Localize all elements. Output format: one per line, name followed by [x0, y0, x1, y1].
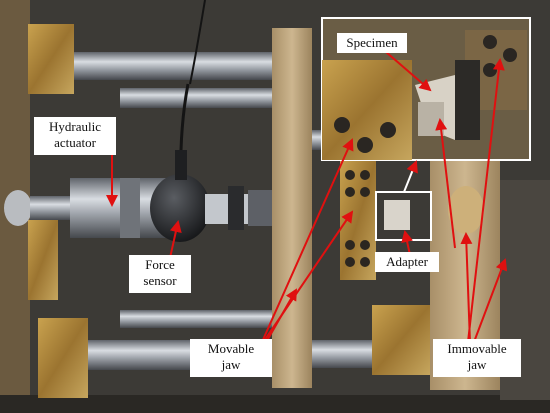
label-line: Hydraulic	[49, 119, 101, 134]
adjust-knob	[448, 186, 484, 234]
label-line: Movable	[207, 341, 255, 356]
cable-top	[189, 0, 206, 85]
arrow-movable-1	[261, 138, 354, 343]
arrow-immovable-3	[473, 258, 508, 343]
rod-top-2	[120, 88, 290, 108]
arrow-immovable-1	[467, 58, 505, 343]
brass-block-top-left	[28, 24, 74, 94]
floor-bottom	[0, 395, 550, 413]
arrow-force	[169, 220, 182, 259]
force-sensor	[150, 174, 210, 242]
annotation-arrows	[106, 51, 508, 347]
sensor-cable	[179, 83, 190, 151]
arrow-adapter	[401, 230, 413, 256]
inset-link-arrow	[403, 160, 418, 193]
grip-head	[248, 190, 272, 226]
brass-block-bottom-left	[38, 318, 88, 398]
label-line: jaw	[467, 357, 487, 372]
left-end-cap	[4, 190, 32, 226]
bolt-pattern-left	[345, 170, 370, 267]
label-line: Specimen	[346, 35, 398, 50]
movable-plate	[272, 28, 312, 388]
actuator-collar	[120, 178, 140, 238]
sensor-cable-box	[175, 150, 187, 180]
rod-top	[40, 52, 280, 80]
brass-block-left-mid	[28, 220, 58, 300]
brass-block-bottom-mid	[372, 305, 430, 375]
label-line: Immovable	[447, 341, 507, 356]
coupling-dark	[228, 186, 244, 230]
adapter-part	[384, 200, 410, 230]
label-line: jaw	[221, 357, 241, 372]
label-line: Force	[145, 257, 175, 272]
label-line: sensor	[143, 273, 177, 288]
arrow-specimen-2	[435, 118, 456, 249]
arrow-movable-3	[263, 288, 297, 347]
label-specimen: Specimen	[337, 33, 407, 53]
label-line: actuator	[54, 135, 96, 150]
arrow-immovable-2	[460, 232, 473, 343]
label-movable-jaw: Movable jaw	[190, 339, 272, 377]
label-adapter: Adapter	[375, 252, 439, 272]
label-line: Adapter	[386, 254, 428, 269]
label-immovable-jaw: Immovable jaw	[433, 339, 521, 377]
arrow-specimen	[385, 51, 432, 92]
label-hydraulic-actuator: Hydraulic actuator	[34, 117, 116, 155]
rod-bottom-2	[120, 310, 280, 328]
label-force-sensor: Force sensor	[129, 255, 191, 293]
